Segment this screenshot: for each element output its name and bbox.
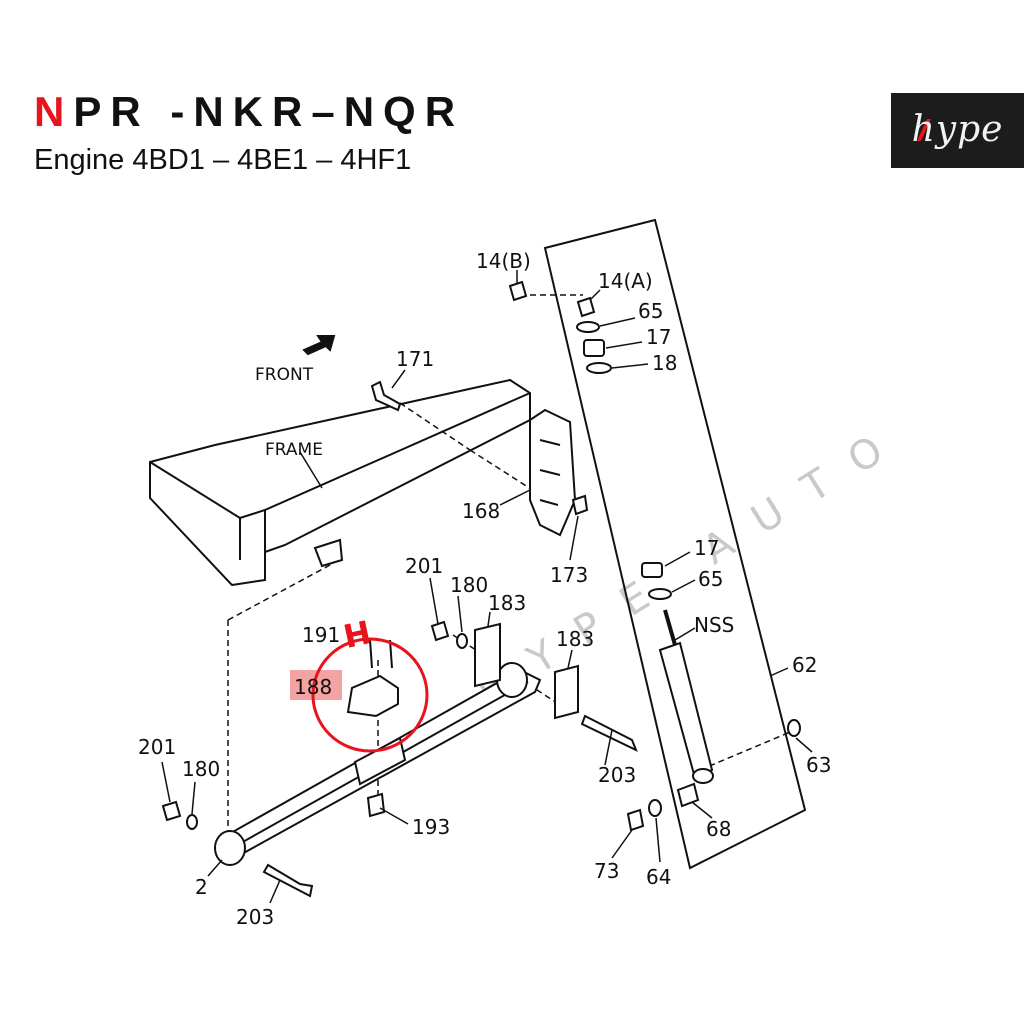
label-73: 73	[594, 859, 619, 883]
label-171: 171	[396, 347, 434, 371]
label-68: 68	[706, 817, 731, 841]
highlight-circle	[311, 637, 429, 753]
label-183a: 183	[488, 591, 526, 615]
label-203a: 203	[598, 763, 636, 787]
label-183b: 183	[556, 627, 594, 651]
label-203b: 203	[236, 905, 274, 929]
title-first-letter: N	[34, 88, 74, 135]
label-17b: 17	[694, 536, 719, 560]
label-201b: 201	[405, 554, 443, 578]
label-65a: 65	[638, 299, 663, 323]
label-14b: 14(B)	[476, 249, 531, 273]
title-rest: PR -NKR–NQR	[73, 88, 465, 135]
shock-absorber	[658, 641, 714, 780]
label-201a: 201	[138, 735, 176, 759]
spring-eye	[214, 830, 246, 866]
label-168: 168	[462, 499, 500, 523]
logo-text: hype	[911, 109, 1004, 150]
brand-logo: hype	[891, 93, 1024, 168]
label-18: 18	[652, 351, 677, 375]
label-173: 173	[550, 563, 588, 587]
bolt-171	[370, 380, 402, 412]
label-64: 64	[646, 865, 671, 889]
frame-rail	[149, 378, 531, 587]
label-14a: 14(A)	[598, 269, 653, 293]
label-63: 63	[806, 753, 831, 777]
label-frame: FRAME	[265, 440, 323, 460]
page-subtitle: Engine 4BD1 – 4BE1 – 4HF1	[34, 144, 412, 176]
highlight-marker: H	[340, 613, 374, 656]
label-nss: NSS	[694, 613, 734, 637]
saddle-188	[346, 674, 399, 718]
label-193: 193	[412, 815, 450, 839]
shock-group-frame	[543, 218, 807, 870]
label-front: FRONT	[255, 365, 314, 385]
page-title: NPR -NKR–NQR	[34, 88, 464, 136]
label-180a: 180	[182, 757, 220, 781]
frame-top-edge	[149, 392, 531, 520]
front-arrow-icon	[302, 335, 336, 356]
logo-accent-icon	[917, 119, 931, 141]
label-191: 191	[302, 623, 340, 647]
label-17a: 17	[646, 325, 671, 349]
label-65b: 65	[698, 567, 723, 591]
label-62: 62	[792, 653, 817, 677]
label-180b: 180	[450, 573, 488, 597]
label-2: 2	[195, 875, 208, 899]
label-188: 188	[294, 675, 332, 699]
